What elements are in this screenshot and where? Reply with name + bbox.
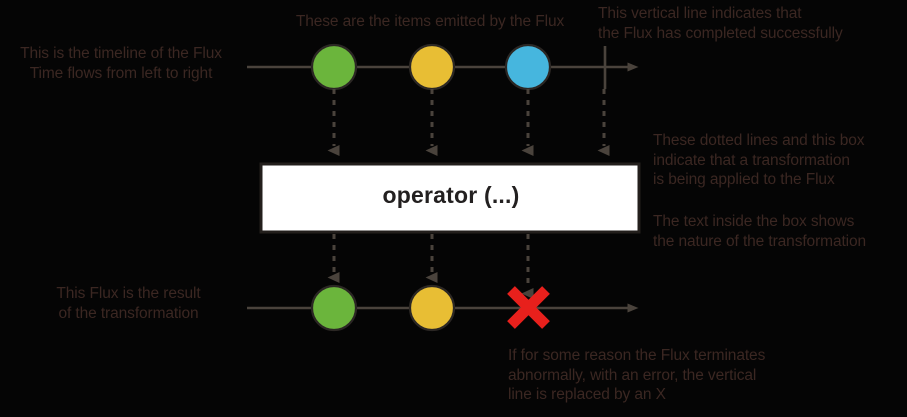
operator-box[interactable] xyxy=(259,162,641,234)
source-timeline xyxy=(247,43,639,91)
annotation-items: These are the items emitted by the Flux xyxy=(295,13,565,30)
annotation-box-text: The text inside the box shows the nature… xyxy=(653,213,867,250)
annotation-timeline: This is the timeline of the Flux Time fl… xyxy=(20,45,222,82)
annotation-error: If for some reason the Flux terminates a… xyxy=(508,347,766,403)
operator-box-label: operator (...) xyxy=(382,182,520,208)
annotation-result: This Flux is the result of the transform… xyxy=(56,285,201,322)
dotted-lines-into-operator xyxy=(327,89,610,156)
dotted-lines-out-of-operator xyxy=(327,234,534,299)
marble-blue-source[interactable] xyxy=(504,43,552,91)
error-x-icon xyxy=(507,286,550,329)
annotation-transformation: These dotted lines and this box indicate… xyxy=(653,132,865,188)
marble-yellow-result[interactable] xyxy=(408,284,456,332)
marble-yellow-source[interactable] xyxy=(408,43,456,91)
marble-green-source[interactable] xyxy=(310,43,358,91)
result-timeline xyxy=(247,284,639,332)
marble-green-result[interactable] xyxy=(310,284,358,332)
annotation-completion: This vertical line indicates that the Fl… xyxy=(598,5,843,42)
